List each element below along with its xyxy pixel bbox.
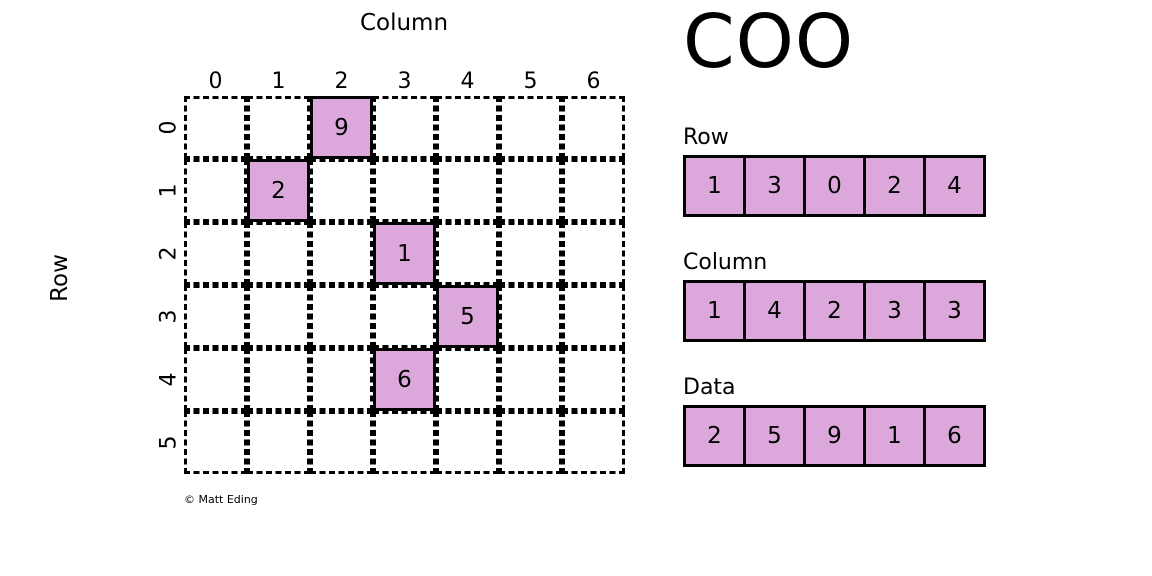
matrix-column-headers: 0 1 2 3 4 5 6 (184, 70, 625, 96)
matrix-cell-empty-r0-c6 (562, 96, 625, 159)
matrix-column-header-0: 0 (208, 69, 223, 94)
matrix-cell-empty-r2-c0 (184, 222, 247, 285)
page-title: COO (683, 0, 855, 85)
matrix-cell-empty-r2-c5 (499, 222, 562, 285)
array-cell-data-3: 1 (863, 405, 926, 467)
matrix-column-header-6: 6 (586, 69, 601, 94)
matrix-column-header-5: 5 (523, 69, 538, 94)
matrix-cell-empty-r5-c0 (184, 411, 247, 474)
matrix-cell-empty-r0-c5 (499, 96, 562, 159)
matrix-row-axis-title: Row (47, 254, 73, 302)
matrix-cell-empty-r5-c5 (499, 411, 562, 474)
matrix-cell-empty-r3-c1 (247, 285, 310, 348)
array-cell-column-4: 3 (923, 280, 986, 342)
array-cell-column-0: 1 (683, 280, 746, 342)
credit-text: © Matt Eding (184, 493, 258, 506)
matrix-row-header-1: 1 (156, 159, 182, 222)
matrix-cell-empty-r5-c1 (247, 411, 310, 474)
matrix-cell-empty-r1-c0 (184, 159, 247, 222)
array-cell-row-2: 0 (803, 155, 866, 217)
matrix-row-header-2: 2 (156, 222, 182, 285)
matrix-column-header-2: 2 (334, 69, 349, 94)
matrix-row-header-label: 4 (156, 372, 182, 387)
matrix-cell-empty-r0-c1 (247, 96, 310, 159)
matrix-row-header-label: 2 (156, 246, 182, 261)
matrix-cell-empty-r3-c2 (310, 285, 373, 348)
matrix-cell-empty-r1-c3 (373, 159, 436, 222)
matrix-row-header-label: 5 (156, 435, 182, 450)
matrix-column-axis-title: Column (359, 10, 449, 36)
matrix-cell-empty-r4-c5 (499, 348, 562, 411)
array-cell-row-1: 3 (743, 155, 806, 217)
matrix-row-headers: 0 1 2 3 4 5 (156, 96, 182, 474)
array-cell-data-0: 2 (683, 405, 746, 467)
matrix-column-header-1: 1 (271, 69, 286, 94)
matrix-cell-empty-r2-c6 (562, 222, 625, 285)
matrix-cell-empty-r4-c1 (247, 348, 310, 411)
array-label-data: Data (683, 375, 736, 400)
array-cell-data-4: 6 (923, 405, 986, 467)
matrix-cell-filled-r1-c1: 2 (247, 159, 310, 222)
array-cell-column-2: 2 (803, 280, 866, 342)
matrix-row-header-5: 5 (156, 411, 182, 474)
matrix-cell-empty-r5-c2 (310, 411, 373, 474)
matrix-cell-empty-r2-c4 (436, 222, 499, 285)
matrix-cell-filled-r0-c2: 9 (310, 96, 373, 159)
matrix-cell-empty-r1-c4 (436, 159, 499, 222)
matrix-cell-empty-r3-c6 (562, 285, 625, 348)
matrix-row-header-0: 0 (156, 96, 182, 159)
matrix-row-header-label: 1 (156, 183, 182, 198)
array-cell-column-1: 4 (743, 280, 806, 342)
array-label-row: Row (683, 125, 729, 150)
matrix-cell-empty-r4-c4 (436, 348, 499, 411)
matrix-cell-empty-r0-c4 (436, 96, 499, 159)
array-cell-data-1: 5 (743, 405, 806, 467)
matrix-column-header-3: 3 (397, 69, 412, 94)
matrix-cell-filled-r4-c3: 6 (373, 348, 436, 411)
array-cell-row-4: 4 (923, 155, 986, 217)
matrix-row-header-3: 3 (156, 285, 182, 348)
matrix-cell-empty-r4-c6 (562, 348, 625, 411)
matrix-cell-empty-r5-c3 (373, 411, 436, 474)
matrix-cell-empty-r3-c5 (499, 285, 562, 348)
matrix-cell-empty-r2-c2 (310, 222, 373, 285)
matrix-cell-empty-r3-c0 (184, 285, 247, 348)
matrix-cell-empty-r2-c1 (247, 222, 310, 285)
matrix-cell-empty-r0-c3 (373, 96, 436, 159)
matrix-cell-empty-r4-c0 (184, 348, 247, 411)
matrix-cell-empty-r1-c6 (562, 159, 625, 222)
matrix-cell-filled-r2-c3: 1 (373, 222, 436, 285)
matrix-cell-filled-r3-c4: 5 (436, 285, 499, 348)
array-cell-row-0: 1 (683, 155, 746, 217)
matrix-row-header-label: 3 (156, 309, 182, 324)
matrix-row-header-label: 0 (156, 120, 182, 135)
matrix-column-header-4: 4 (460, 69, 475, 94)
matrix-cell-empty-r0-c0 (184, 96, 247, 159)
array-cell-row-3: 2 (863, 155, 926, 217)
matrix-cell-empty-r1-c2 (310, 159, 373, 222)
matrix-cell-empty-r3-c3 (373, 285, 436, 348)
array-label-column: Column (683, 250, 768, 275)
array-cell-data-2: 9 (803, 405, 866, 467)
matrix-cell-empty-r5-c6 (562, 411, 625, 474)
array-cell-column-3: 3 (863, 280, 926, 342)
matrix-cell-empty-r1-c5 (499, 159, 562, 222)
matrix-row-header-4: 4 (156, 348, 182, 411)
matrix-cell-empty-r4-c2 (310, 348, 373, 411)
matrix-cell-empty-r5-c4 (436, 411, 499, 474)
